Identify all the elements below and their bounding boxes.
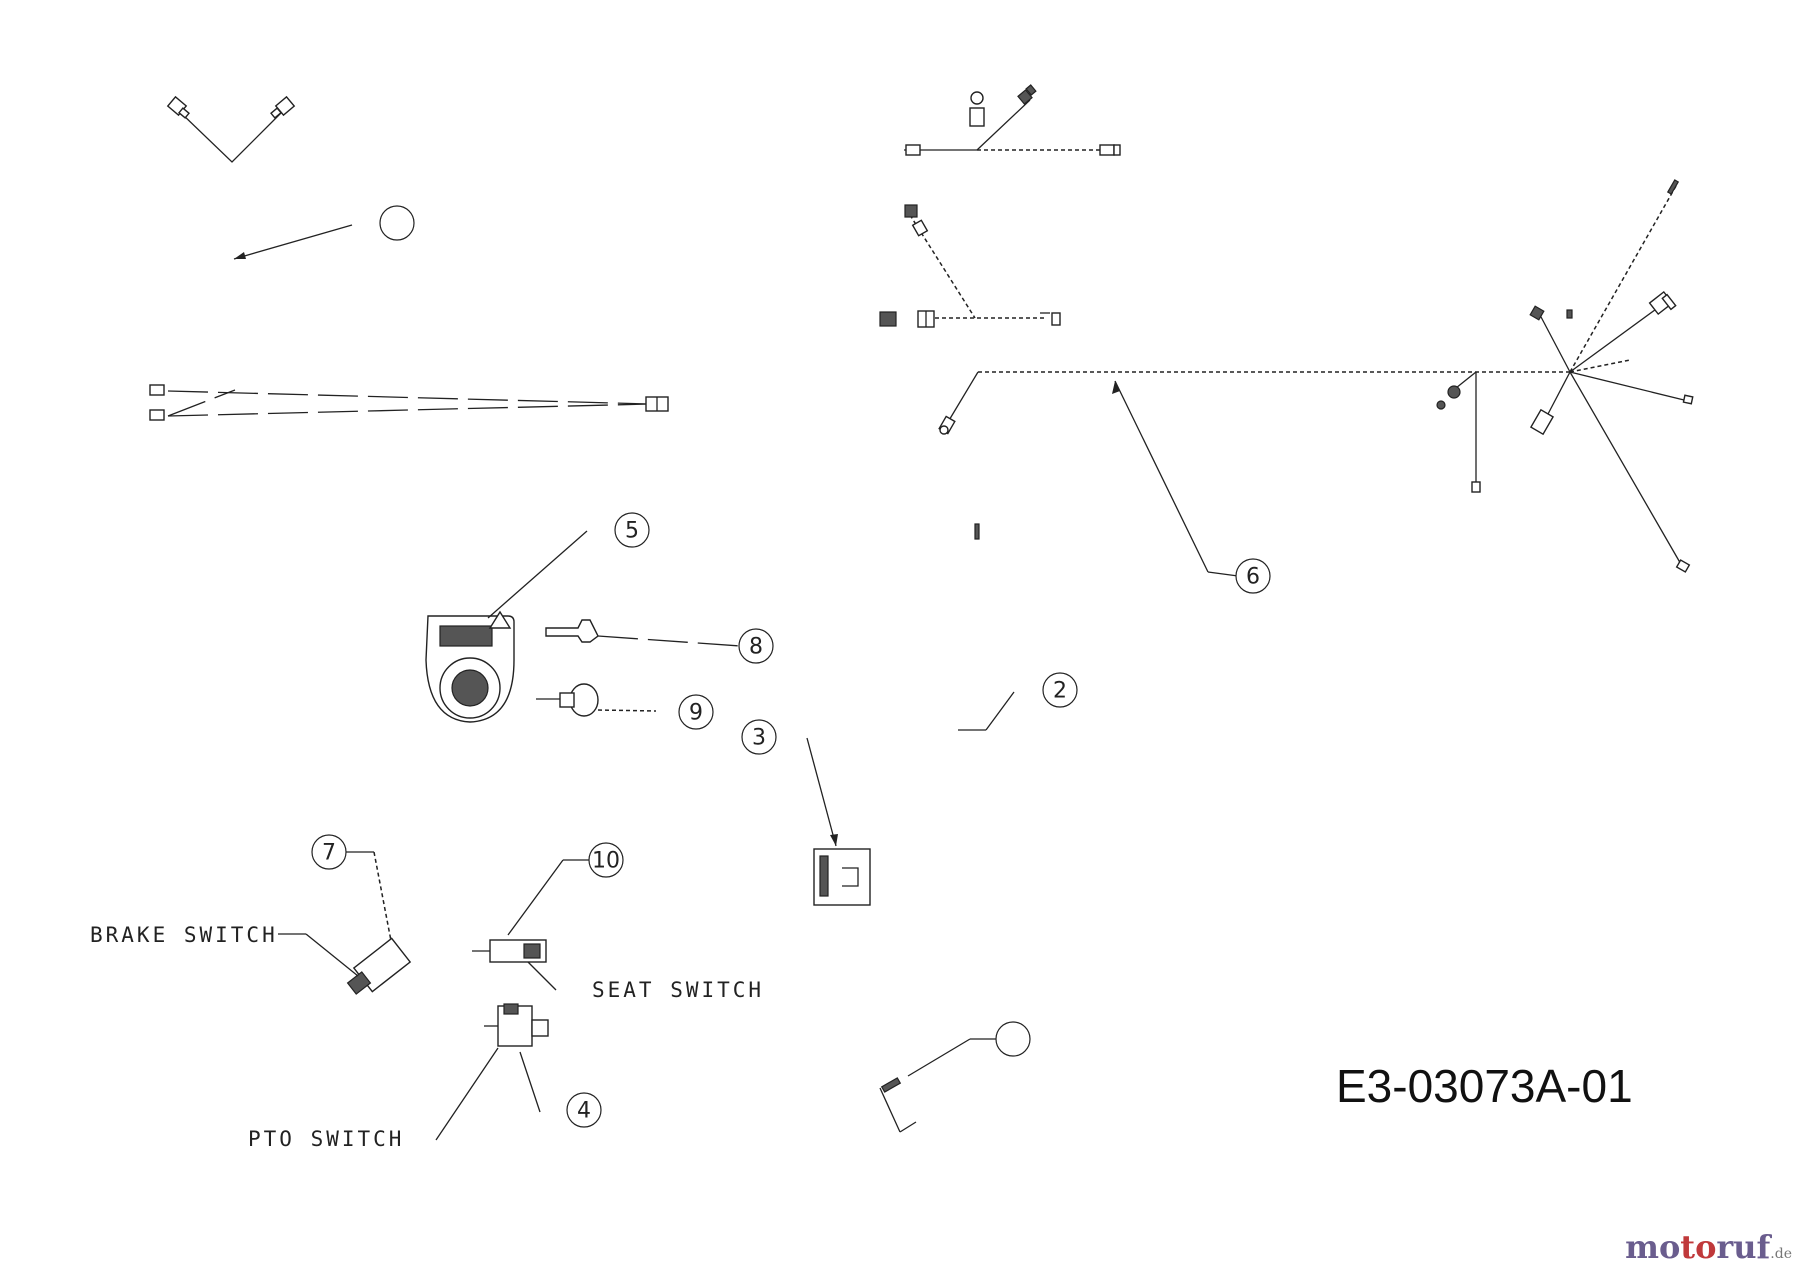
- callout-8-number: 8: [749, 635, 763, 660]
- callout-10-number: 10: [592, 849, 620, 874]
- watermark-suffix: .de: [1770, 1246, 1792, 1262]
- pto-switch-label: PTO SWITCH: [248, 1127, 404, 1151]
- callout-4-number: 4: [577, 1099, 591, 1124]
- callout-5-number: 5: [625, 519, 639, 544]
- bracket-part: 2: [958, 672, 1078, 731]
- mid-harness-part: [879, 204, 1061, 328]
- brake-switch-label: BRAKE SWITCH: [90, 923, 278, 947]
- drawing-code: E3-03073A-01: [1336, 1060, 1633, 1112]
- callout-7-number: 7: [322, 841, 336, 866]
- ignition-switch-part: 5: [425, 512, 650, 723]
- seat-switch-label: SEAT SWITCH: [592, 978, 764, 1002]
- watermark-part-2: to: [1680, 1228, 1717, 1266]
- battery-cable-part: [149, 384, 669, 421]
- watermark-part-1: mo: [1625, 1228, 1681, 1266]
- seat-switch-part: 10 SEAT SWITCH: [472, 842, 764, 1002]
- main-harness-part: 6: [938, 179, 1694, 594]
- pto-switch-part: 4 PTO SWITCH: [248, 1003, 602, 1151]
- fuse-holder-part: 9: [536, 683, 714, 730]
- small-harness-part: [904, 84, 1121, 156]
- watermark-part-3: ruf: [1716, 1228, 1771, 1266]
- ground-strap-part: [879, 1021, 1031, 1133]
- callout-1: [233, 205, 415, 260]
- callout-3-number: 3: [752, 726, 766, 751]
- brake-switch-part: 7 BRAKE SWITCH: [90, 834, 412, 995]
- callout-6-number: 6: [1246, 565, 1260, 590]
- ignition-key-part: 8: [545, 619, 774, 664]
- callout-2-number: 2: [1053, 679, 1067, 704]
- callout-9-number: 9: [689, 701, 703, 726]
- site-watermark: motoruf.de: [1625, 1228, 1792, 1266]
- relay-module-part: 3: [741, 719, 871, 906]
- jumper-wire-part: [166, 95, 296, 163]
